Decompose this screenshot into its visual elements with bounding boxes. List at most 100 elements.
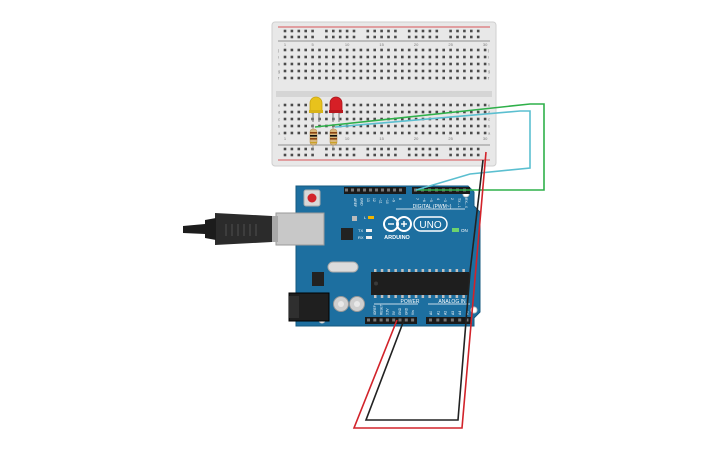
breadboard-hole[interactable] <box>304 110 307 114</box>
rail-hole[interactable] <box>476 147 480 151</box>
breadboard-hole[interactable] <box>476 131 480 135</box>
breadboard-hole[interactable] <box>428 131 432 135</box>
breadboard-hole[interactable] <box>359 110 363 114</box>
breadboard-hole[interactable] <box>380 110 383 114</box>
rail-hole[interactable] <box>366 35 370 39</box>
breadboard-hole[interactable] <box>394 76 397 80</box>
breadboard-hole[interactable] <box>338 131 342 135</box>
rail-hole[interactable] <box>290 153 294 157</box>
breadboard-hole[interactable] <box>435 110 439 114</box>
breadboard-hole[interactable] <box>414 110 418 114</box>
breadboard-hole[interactable] <box>456 55 459 59</box>
breadboard-hole[interactable] <box>428 124 432 128</box>
breadboard-hole[interactable] <box>359 69 363 73</box>
breadboard-hole[interactable] <box>304 124 307 128</box>
breadboard-hole[interactable] <box>290 69 294 73</box>
breadboard-hole[interactable] <box>470 124 473 128</box>
breadboard-hole[interactable] <box>366 103 370 107</box>
rail-hole[interactable] <box>297 29 301 33</box>
breadboard-hole[interactable] <box>345 55 349 59</box>
rail-hole[interactable] <box>428 29 432 33</box>
rail-hole[interactable] <box>304 153 307 157</box>
breadboard-hole[interactable] <box>463 69 466 73</box>
rail-hole[interactable] <box>394 29 397 33</box>
rail-hole[interactable] <box>387 35 390 39</box>
breadboard-hole[interactable] <box>387 62 390 66</box>
header-pin[interactable] <box>443 318 447 322</box>
rail-hole[interactable] <box>463 147 466 151</box>
breadboard-hole[interactable] <box>345 110 349 114</box>
breadboard-hole[interactable] <box>442 48 445 52</box>
breadboard-hole[interactable] <box>304 117 307 121</box>
rail-hole[interactable] <box>352 153 356 157</box>
rail-hole[interactable] <box>407 153 411 157</box>
breadboard-hole[interactable] <box>470 76 473 80</box>
breadboard-hole[interactable] <box>352 62 356 66</box>
breadboard-hole[interactable] <box>483 131 487 135</box>
breadboard-hole[interactable] <box>394 69 397 73</box>
breadboard-hole[interactable] <box>297 62 301 66</box>
rail-hole[interactable] <box>297 153 301 157</box>
breadboard-hole[interactable] <box>380 48 383 52</box>
header-pin[interactable] <box>375 188 378 192</box>
breadboard-hole[interactable] <box>442 117 445 121</box>
breadboard-hole[interactable] <box>325 103 328 107</box>
rail-hole[interactable] <box>304 35 307 39</box>
rail-hole[interactable] <box>297 147 301 151</box>
rail-hole[interactable] <box>345 147 349 151</box>
breadboard-hole[interactable] <box>414 124 418 128</box>
breadboard-hole[interactable] <box>283 124 287 128</box>
breadboard-hole[interactable] <box>359 62 363 66</box>
breadboard-hole[interactable] <box>283 117 287 121</box>
breadboard-hole[interactable] <box>470 62 473 66</box>
breadboard-hole[interactable] <box>394 55 397 59</box>
breadboard-hole[interactable] <box>373 62 376 66</box>
breadboard-hole[interactable] <box>359 76 363 80</box>
led-red[interactable] <box>329 96 343 122</box>
breadboard-hole[interactable] <box>387 69 390 73</box>
breadboard-hole[interactable] <box>311 69 314 73</box>
breadboard-hole[interactable] <box>345 117 349 121</box>
breadboard-hole[interactable] <box>380 76 383 80</box>
rail-hole[interactable] <box>366 147 370 151</box>
rail-hole[interactable] <box>394 35 397 39</box>
rail-hole[interactable] <box>338 35 342 39</box>
rail-hole[interactable] <box>414 35 418 39</box>
breadboard-hole[interactable] <box>387 110 390 114</box>
breadboard-hole[interactable] <box>373 69 376 73</box>
breadboard-hole[interactable] <box>290 62 294 66</box>
rail-hole[interactable] <box>414 29 418 33</box>
breadboard-hole[interactable] <box>366 131 370 135</box>
breadboard-hole[interactable] <box>338 62 342 66</box>
breadboard-hole[interactable] <box>318 62 321 66</box>
breadboard-hole[interactable] <box>394 110 397 114</box>
rail-hole[interactable] <box>352 35 356 39</box>
breadboard-hole[interactable] <box>483 103 487 107</box>
wire-black-gnd-upper[interactable] <box>469 159 484 273</box>
breadboard-hole[interactable] <box>435 48 439 52</box>
breadboard-hole[interactable] <box>325 131 328 135</box>
breadboard-hole[interactable] <box>421 48 425 52</box>
rail-hole[interactable] <box>470 147 473 151</box>
breadboard-hole[interactable] <box>407 76 411 80</box>
breadboard-hole[interactable] <box>387 124 390 128</box>
rail-hole[interactable] <box>449 147 452 151</box>
breadboard-hole[interactable] <box>373 117 376 121</box>
breadboard-hole[interactable] <box>435 117 439 121</box>
breadboard-hole[interactable] <box>470 69 473 73</box>
breadboard-hole[interactable] <box>366 62 370 66</box>
header-pin[interactable] <box>387 188 390 192</box>
breadboard-hole[interactable] <box>359 103 363 107</box>
breadboard-hole[interactable] <box>338 55 342 59</box>
breadboard-hole[interactable] <box>401 131 404 135</box>
breadboard-hole[interactable] <box>318 131 321 135</box>
breadboard-hole[interactable] <box>414 103 418 107</box>
rail-hole[interactable] <box>463 35 466 39</box>
breadboard-hole[interactable] <box>345 131 349 135</box>
rail-hole[interactable] <box>414 153 418 157</box>
breadboard-hole[interactable] <box>407 48 411 52</box>
rail-hole[interactable] <box>380 153 383 157</box>
wire-black-gnd[interactable] <box>364 271 471 421</box>
rail-hole[interactable] <box>373 29 376 33</box>
breadboard-hole[interactable] <box>401 62 404 66</box>
